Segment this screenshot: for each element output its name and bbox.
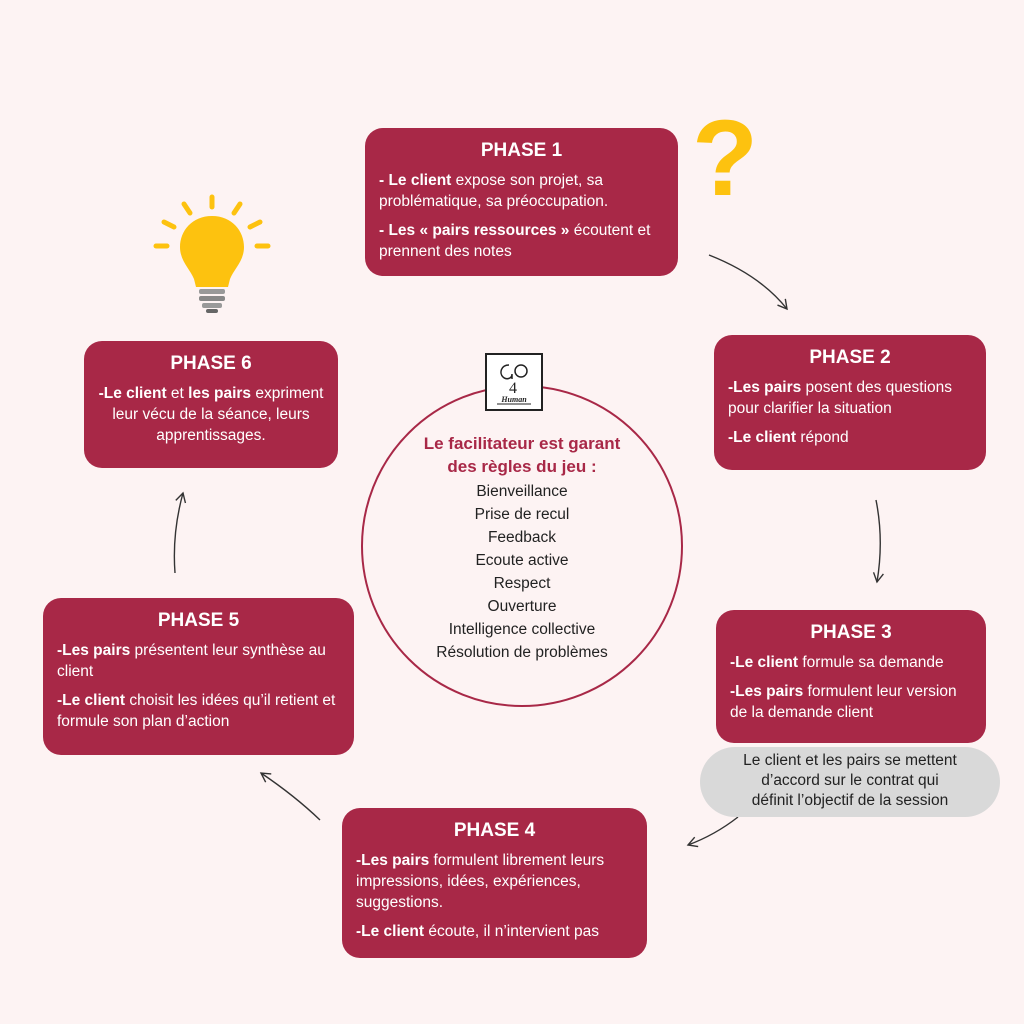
phase-2-line-2: -Le client répond <box>728 429 849 446</box>
phase-4-line-1: -Les pairs formulent librement leurs imp… <box>356 852 605 911</box>
arrow-phase1-to-phase2 <box>708 254 788 311</box>
phase-3-line-1: -Le client formule sa demande <box>730 654 944 671</box>
phase-5-line-2: -Le client choisit les idées qu’il retie… <box>57 692 336 730</box>
phase-6-line-1: -Le client et les pairs expriment leur v… <box>98 385 324 444</box>
arrow-phase5-to-phase6 <box>173 491 187 574</box>
rules-list: Bienveillance Prise de recul Feedback Ec… <box>385 480 659 664</box>
note-line: Le client et les pairs se mettent <box>743 752 957 769</box>
svg-text:4: 4 <box>509 380 517 397</box>
phase-3-line-2: -Les pairs formulent leur version de la … <box>730 683 957 721</box>
go4human-logo: 4 Human <box>485 353 543 411</box>
rule-item: Respect <box>493 575 551 592</box>
question-mark-icon: ? <box>692 97 758 218</box>
phase-title: PHASE 3 <box>810 622 892 643</box>
arrow-phase2-to-phase3 <box>872 499 884 584</box>
facilitator-rules: Le facilitateur est garant des règles du… <box>385 432 659 664</box>
phase-title: PHASE 6 <box>170 353 252 374</box>
rule-item: Prise de recul <box>474 506 570 523</box>
phase-4-line-2: -Le client écoute, il n’intervient pas <box>356 923 599 940</box>
phase-title: PHASE 2 <box>809 347 891 368</box>
rule-item: Résolution de problèmes <box>436 644 608 661</box>
rule-item: Ecoute active <box>475 552 569 569</box>
svg-text:Human: Human <box>500 395 527 404</box>
facilitator-title: Le facilitateur est garant des règles du… <box>423 434 621 476</box>
phase-2-box: PHASE 2 -Les pairs posent des questions … <box>714 335 986 470</box>
lightbulb-icon <box>148 190 278 320</box>
phase-5-line-1: -Les pairs présentent leur synthèse au c… <box>57 642 326 680</box>
arrow-phase4-to-phase5 <box>259 772 321 821</box>
phase-3-box: PHASE 3 -Le client formule sa demande -L… <box>716 610 986 743</box>
arrow-note-to-phase4 <box>686 816 739 848</box>
note-line: définit l’objectif de la session <box>751 792 949 809</box>
phase-title: PHASE 1 <box>480 140 563 161</box>
rule-item: Feedback <box>487 529 557 546</box>
phase-4-box: PHASE 4 -Les pairs formulent librement l… <box>342 808 647 958</box>
phase-2-line-1: -Les pairs posent des questions pour cla… <box>728 379 953 417</box>
note-line: d’accord sur le contrat qui <box>761 772 939 789</box>
phase-title: PHASE 5 <box>157 610 240 631</box>
phase-5-box: PHASE 5 -Les pairs présentent leur synth… <box>43 598 354 755</box>
phase-1-line-2: - Les « pairs ressources » écoutent et p… <box>379 222 651 260</box>
phase-1-box: PHASE 1 - Le client expose son projet, s… <box>365 128 678 276</box>
agreement-note: Le client et les pairs se mettent d’acco… <box>700 747 1000 817</box>
phase-1-line-1: - Le client expose son projet, sa problé… <box>379 172 609 210</box>
phase-6-box: PHASE 6 -Le client et les pairs exprimen… <box>84 341 338 468</box>
phase-title: PHASE 4 <box>453 820 536 841</box>
rule-item: Ouverture <box>487 598 557 615</box>
rule-item: Intelligence collective <box>448 621 596 638</box>
rule-item: Bienveillance <box>476 483 568 500</box>
